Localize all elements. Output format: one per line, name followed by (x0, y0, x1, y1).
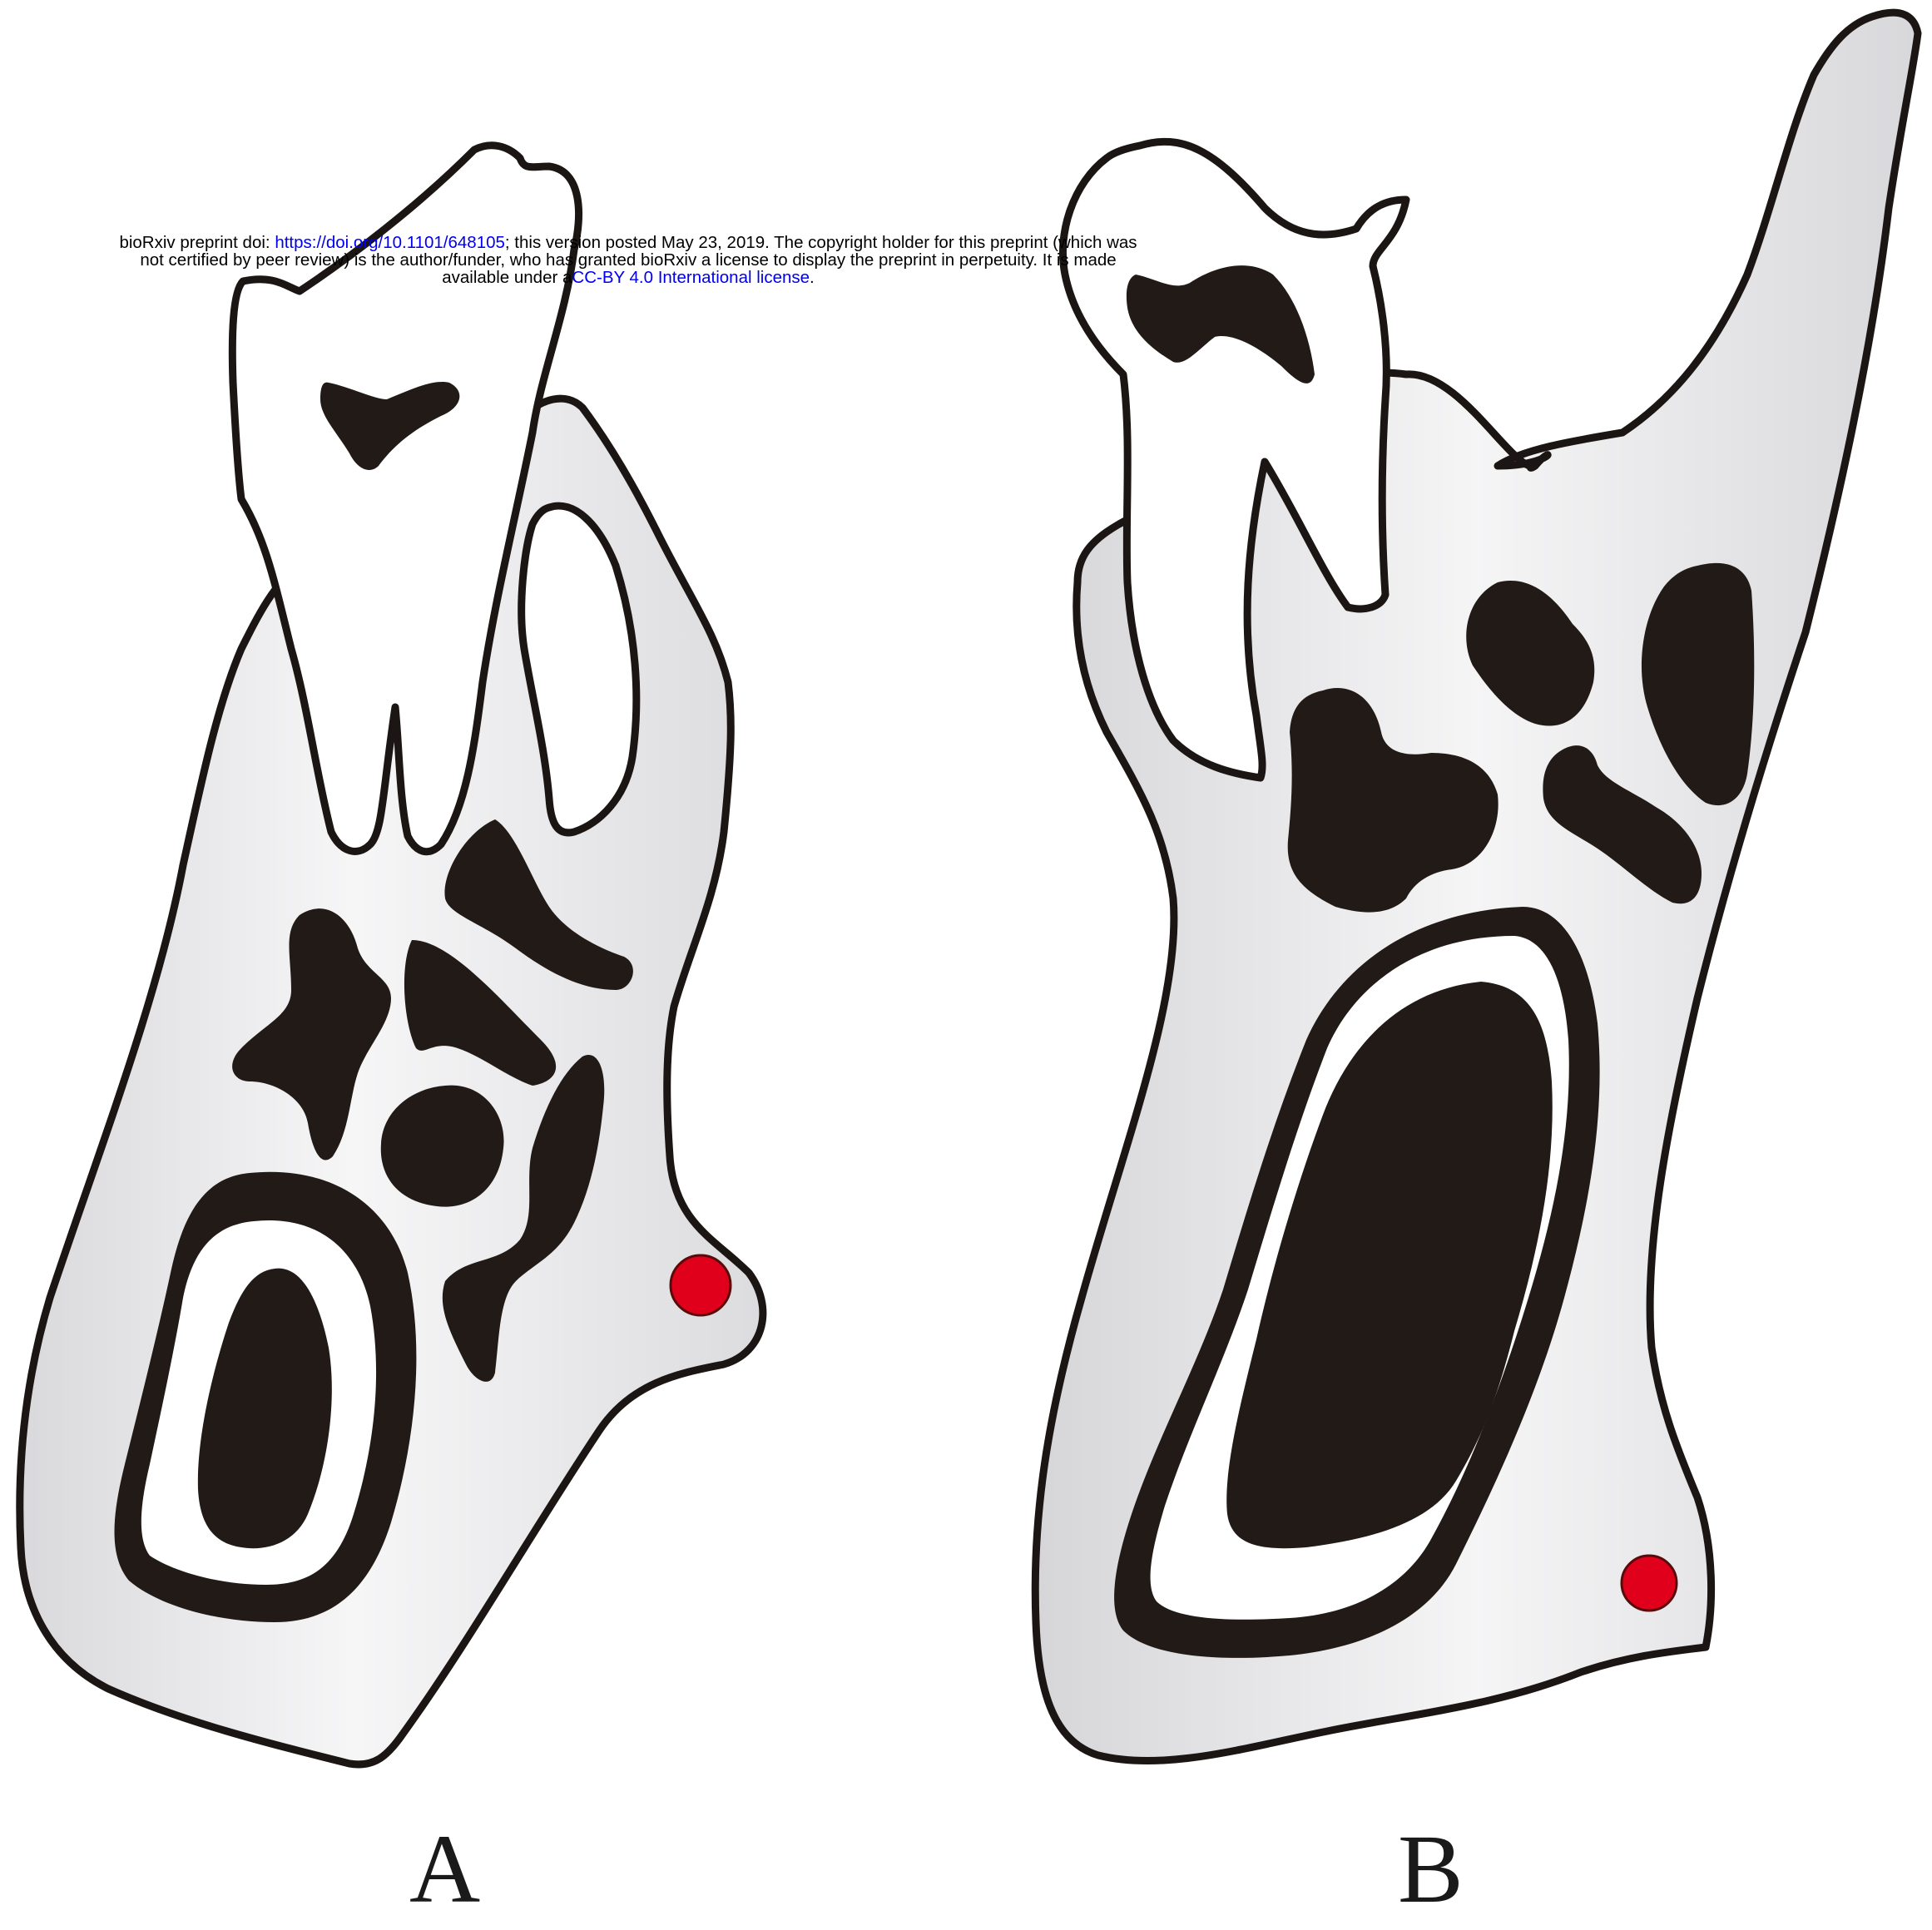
preprint-doi-prefix: bioRxiv preprint doi: (119, 233, 275, 252)
preprint-line-1: bioRxiv preprint doi: https://doi.org/10… (0, 234, 1256, 251)
panel-a-section (20, 146, 763, 1764)
doi-link[interactable]: https://doi.org/10.1101/648105 (275, 233, 505, 252)
preprint-notice: bioRxiv preprint doi: https://doi.org/10… (0, 234, 1256, 286)
preprint-period: . (810, 268, 815, 287)
license-link[interactable]: CC-BY 4.0 International license (572, 268, 810, 287)
preprint-available-text: available under a (442, 268, 572, 287)
preprint-line-2: not certified by peer review) is the aut… (0, 251, 1256, 269)
panel-b-red-marker (1622, 1556, 1677, 1611)
panel-a-label: A (409, 1820, 480, 1918)
panel-b-label: B (1398, 1820, 1464, 1918)
preprint-line-3: available under aCC-BY 4.0 International… (0, 269, 1256, 286)
preprint-version-text: ; this version posted May 23, 2019. The … (505, 233, 1137, 252)
panel-a-red-marker (671, 1255, 731, 1315)
